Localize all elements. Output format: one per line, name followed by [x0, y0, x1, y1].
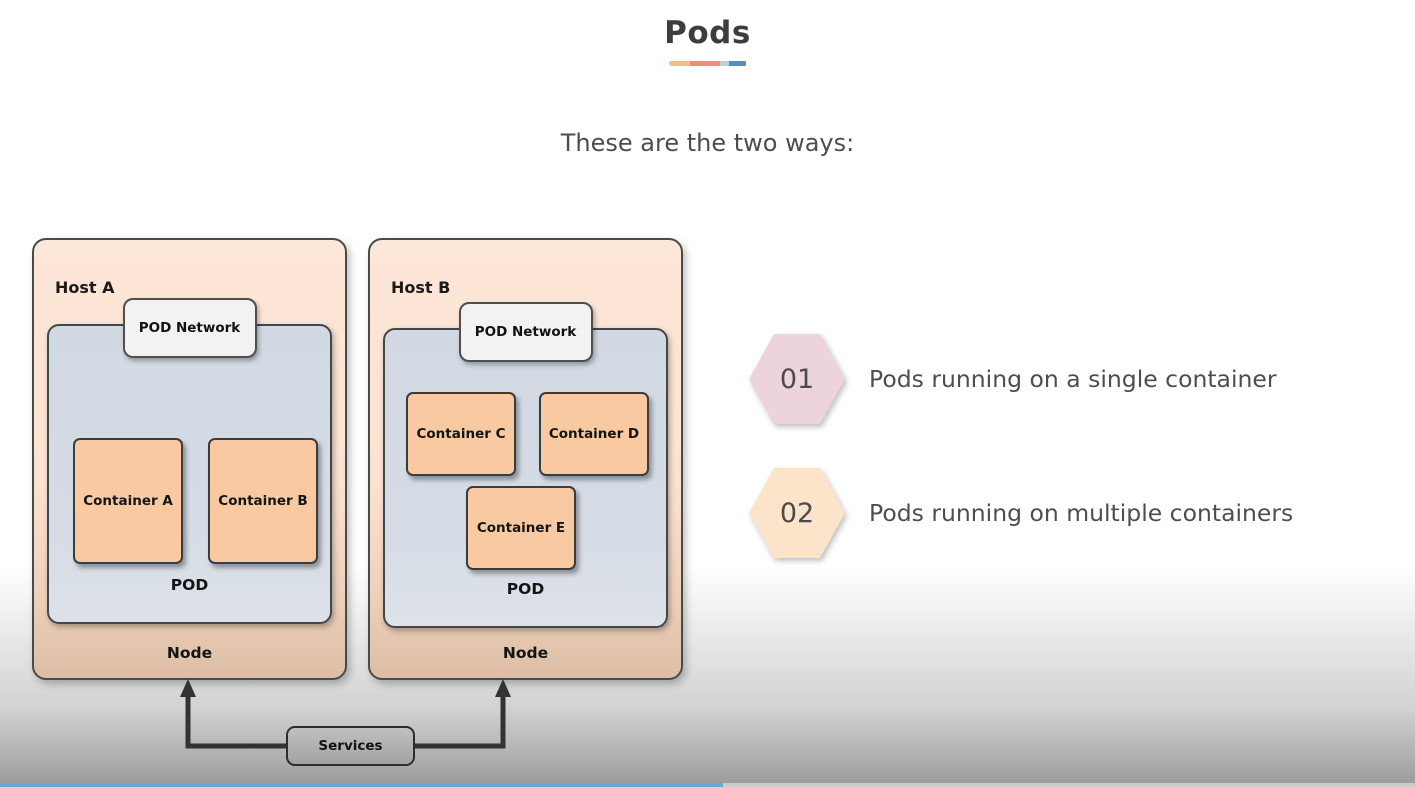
- video-progress-bar[interactable]: [0, 783, 1415, 787]
- arrowhead-to-host-b: [495, 679, 511, 697]
- host-a-pod-box: Container A Container B POD: [47, 324, 332, 624]
- underline-segment: [668, 61, 691, 66]
- container-b-box: Container B: [208, 438, 318, 564]
- hexagon-badge-2: 02: [749, 468, 845, 558]
- host-a-node-label: Node: [166, 644, 213, 662]
- host-a-pod-label: POD: [170, 576, 209, 594]
- video-progress-played: [0, 783, 724, 787]
- title-underline: [668, 61, 747, 66]
- host-b-pod-network-box: POD Network: [458, 302, 593, 362]
- way-2-number: 02: [749, 468, 845, 558]
- underline-segment: [690, 61, 720, 66]
- host-b-box: Host B Container C Container D Container…: [368, 238, 683, 680]
- way-1-number: 01: [749, 334, 845, 424]
- container-e-box: Container E: [466, 486, 576, 570]
- container-a-box: Container A: [73, 438, 183, 564]
- services-box: Services: [286, 726, 415, 766]
- hexagon-badge-1: 01: [749, 334, 845, 424]
- arrowhead-to-host-a: [180, 679, 196, 697]
- way-row-1: 01 Pods running on a single container: [749, 334, 1277, 424]
- host-a-label: Host A: [55, 278, 115, 297]
- host-b-node-label: Node: [502, 644, 549, 662]
- way-1-text: Pods running on a single container: [869, 365, 1277, 393]
- host-b-pod-box: Container C Container D Container E POD: [383, 328, 668, 628]
- container-d-box: Container D: [539, 392, 649, 476]
- underline-segment: [719, 61, 729, 66]
- host-a-pod-network-box: POD Network: [122, 298, 257, 358]
- subtitle: These are the two ways:: [560, 129, 855, 157]
- page-title: Pods: [664, 15, 751, 51]
- underline-segment: [728, 61, 747, 66]
- container-c-box: Container C: [406, 392, 516, 476]
- host-b-label: Host B: [391, 278, 451, 297]
- host-b-pod-label: POD: [506, 580, 545, 598]
- host-a-box: Host A Container A Container B POD POD N…: [32, 238, 347, 680]
- way-2-text: Pods running on multiple containers: [869, 499, 1294, 527]
- way-row-2: 02 Pods running on multiple containers: [749, 468, 1293, 558]
